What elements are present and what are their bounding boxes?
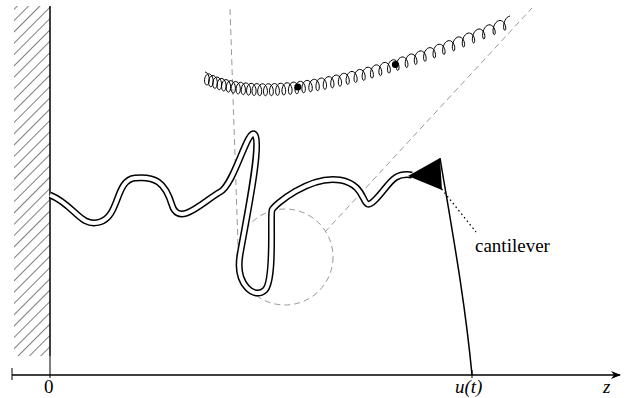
wall-hatching [14,6,50,356]
part-label: cantilever [475,236,550,255]
axis-value: 0 [44,377,54,396]
cantilever-tip [408,158,442,190]
wall-surface [49,6,51,356]
zoom-line [325,8,532,232]
axis-tick [12,368,13,380]
axis-tick [50,356,51,378]
polymer-ribbon-inner [50,134,412,293]
cantilever-beam [440,158,472,375]
monomer-dot [392,61,399,68]
axis-value: u(t) [455,377,482,396]
monomer-dot [294,84,301,91]
polymer-ribbon [50,134,412,293]
axis-name: z [603,377,610,396]
z-axis [12,374,620,375]
leader-line [436,182,476,232]
coil-chain [205,16,510,96]
zoom-line [230,8,238,245]
monomer-coils [205,16,510,96]
